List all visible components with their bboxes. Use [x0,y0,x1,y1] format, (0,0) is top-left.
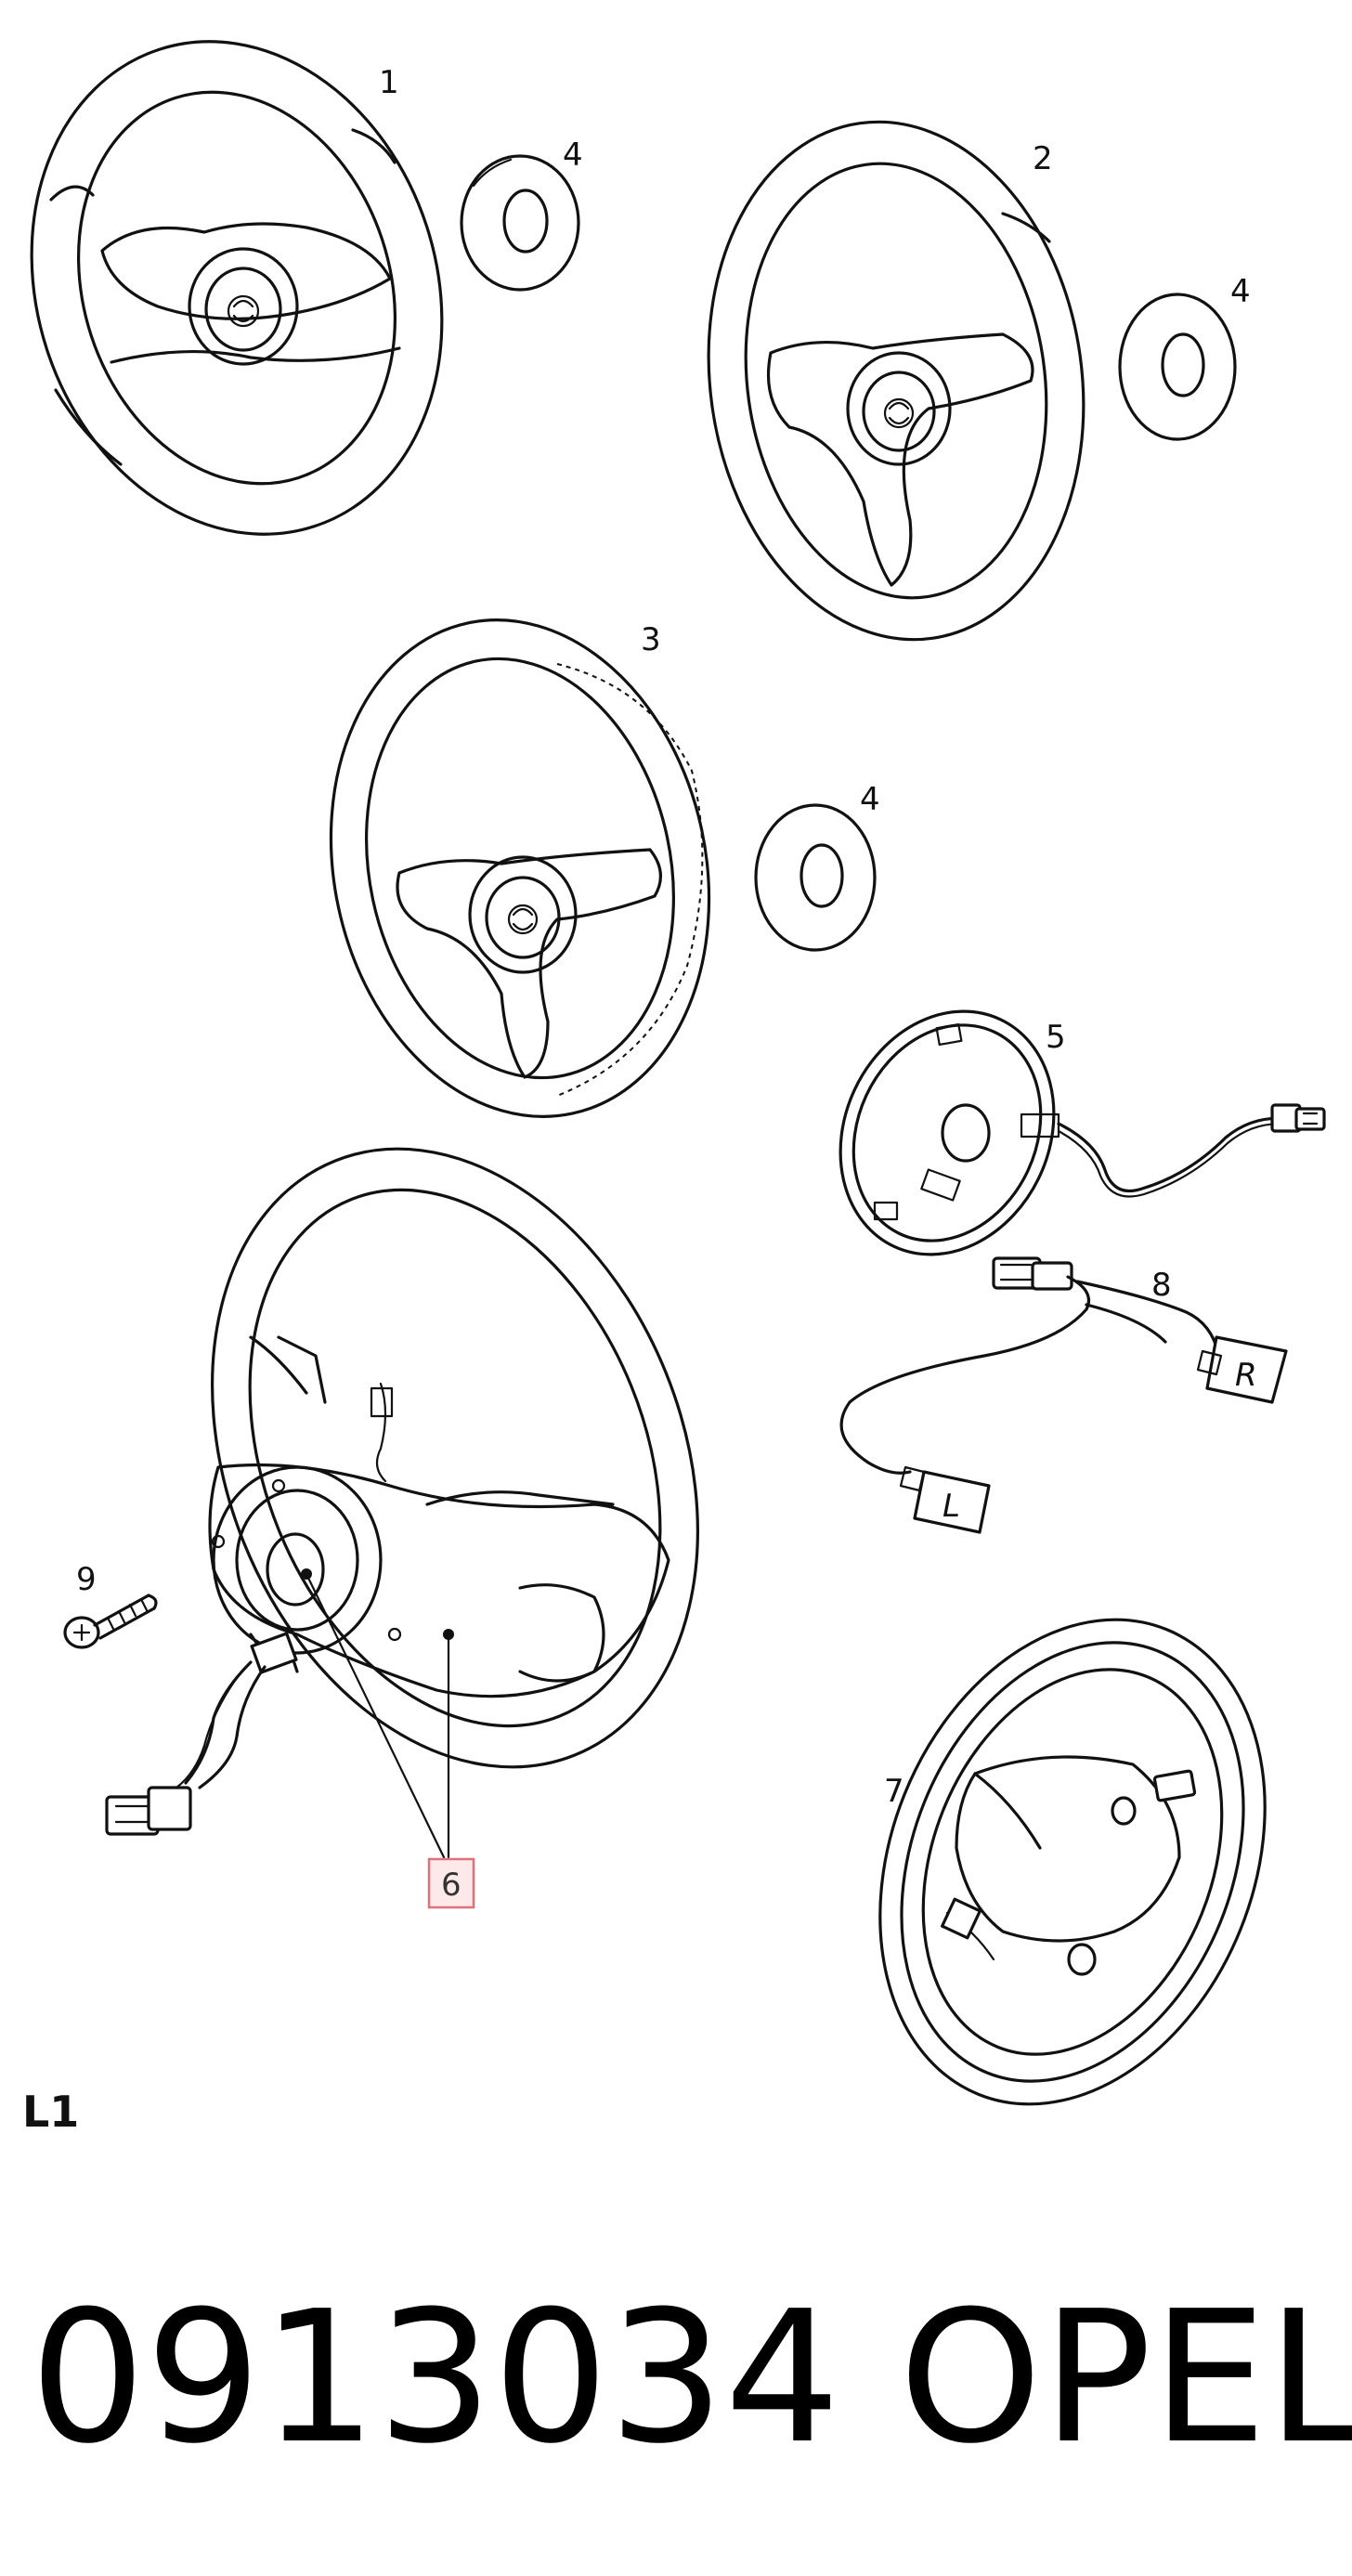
brand-name: OPEL [899,2272,1352,2484]
switch-label-left: L [942,1488,960,1525]
part-number: 0913034 [30,2272,840,2484]
callout-9: 9 [76,1561,97,1598]
callout-4a: 4 [563,137,583,174]
horn-cap-4a [460,154,580,292]
steering-wheel-3 [329,618,711,1118]
callout-8: 8 [1151,1267,1172,1304]
callout-4c: 4 [860,781,880,818]
steering-wheel-2 [707,120,1086,642]
callout-6-box[interactable] [427,1857,475,1909]
callout-6-highlight[interactable]: 6 [427,1857,475,1909]
callout-4b: 4 [1230,273,1251,310]
callout-2: 2 [1033,140,1053,177]
steering-wheel-7-airbag [878,1618,1267,2106]
steering-wheel-1 [30,40,444,536]
screw-9 [63,1594,158,1649]
callout-3: 3 [641,621,661,658]
steering-wheel-6-rear-view [105,1147,699,1859]
contact-unit-5 [838,1009,1326,1256]
sheet-id: L1 [22,2087,79,2137]
switch-label-right: R [1235,1357,1257,1394]
callout-6: 6 [441,1867,462,1904]
callout-5: 5 [1046,1019,1066,1056]
horn-cap-4c [754,803,877,952]
switch-harness-8: R L [839,1256,1288,1534]
callout-1: 1 [379,64,399,101]
horn-cap-4b [1118,293,1237,441]
callout-7: 7 [884,1773,904,1810]
